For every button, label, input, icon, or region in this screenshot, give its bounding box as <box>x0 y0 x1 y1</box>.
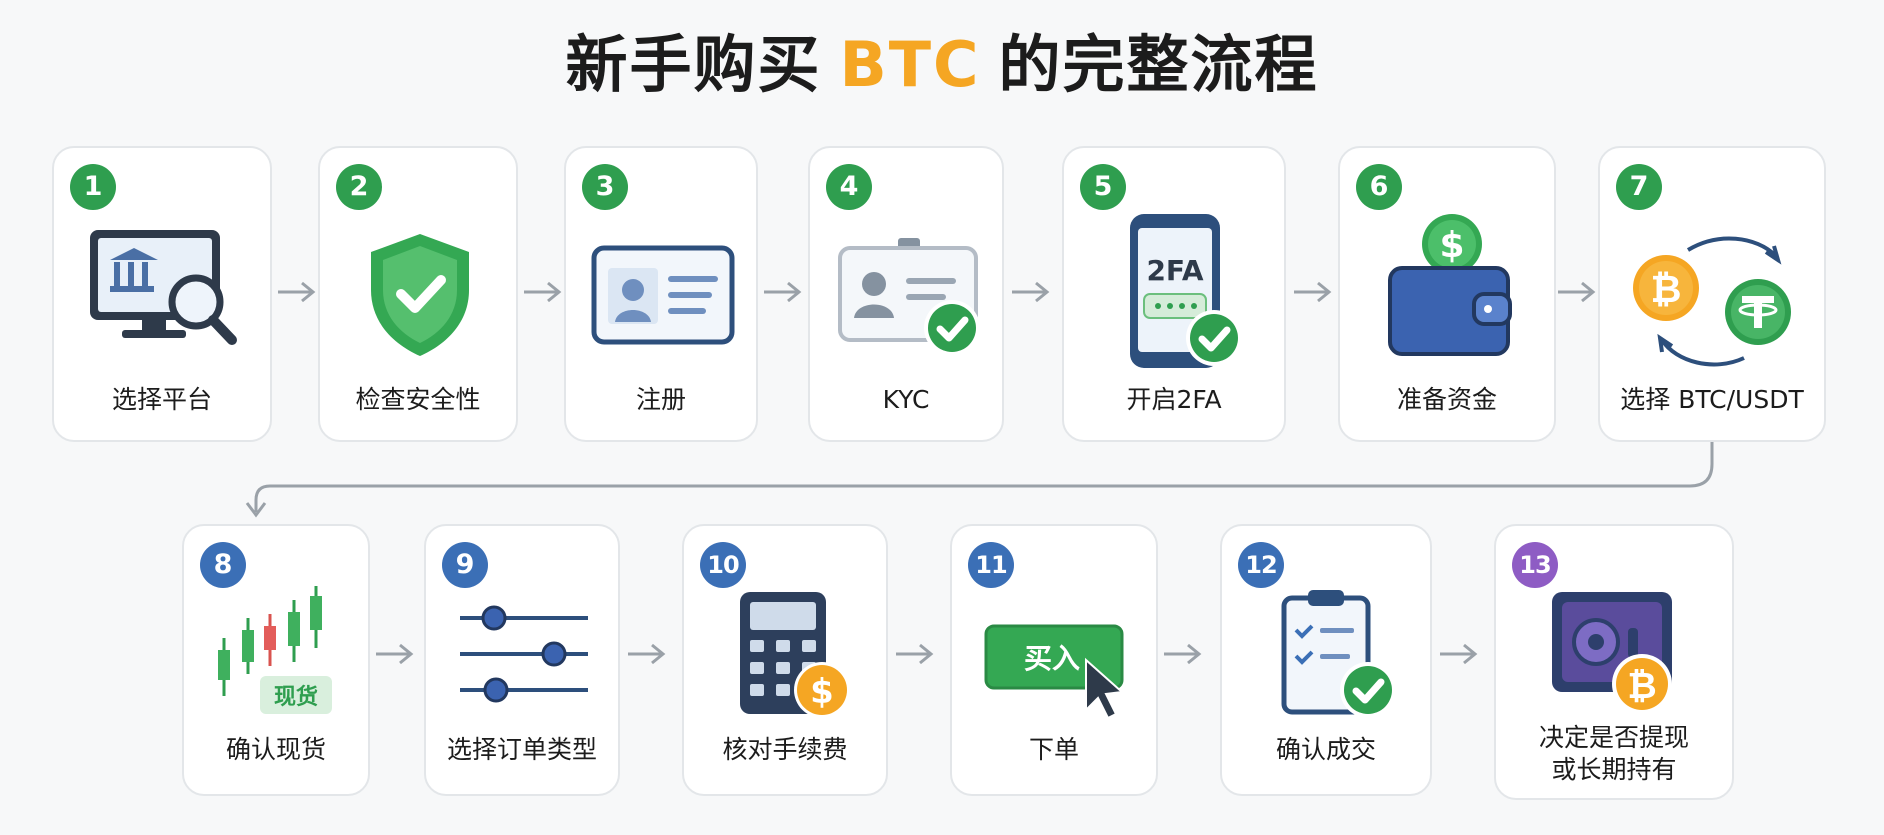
step-number-badge: 13 <box>1512 542 1558 588</box>
step-number-badge: 1 <box>70 164 116 210</box>
svg-text:$: $ <box>1439 225 1464 266</box>
step-number-badge: 12 <box>1238 542 1284 588</box>
step-label: KYC <box>882 385 930 414</box>
buy-button-cursor-icon: 买入 <box>984 624 1125 720</box>
step-number-badge: 7 <box>1616 164 1662 210</box>
step-card-3: 3 注册 <box>564 146 758 442</box>
spot-tag: 现货 <box>274 684 318 710</box>
btc-usdt-swap-icon: ₿ <box>1633 236 1791 367</box>
arrow-icon <box>524 281 562 303</box>
step-card-4: 4 KYC <box>808 146 1004 442</box>
step-card-7: 7 ₿ 选择 BTC/USDT <box>1598 146 1826 442</box>
step-card-12: 12 确认成交 <box>1220 524 1432 796</box>
arrow-icon <box>1294 281 1332 303</box>
bank-monitor-search-icon <box>90 230 237 345</box>
step-number-badge: 9 <box>442 542 488 588</box>
step-label: 确认成交 <box>1275 735 1376 764</box>
step-number-badge: 3 <box>582 164 628 210</box>
arrow-icon <box>896 643 934 665</box>
arrow-icon <box>1164 643 1202 665</box>
candlestick-spot-icon: 现货 <box>218 586 332 714</box>
step-card-13: 13 ₿ 决定是否提现 或长期持有 <box>1494 524 1734 800</box>
title-prefix: 新手购买 <box>565 28 822 101</box>
step-number-badge: 2 <box>336 164 382 210</box>
step-card-8: 8 现货 确认现货 <box>182 524 370 796</box>
arrow-icon <box>764 281 802 303</box>
clipboard-check-icon <box>1281 590 1396 718</box>
step-card-1: 1 选择平台 <box>52 146 272 442</box>
step-label: 决定是否提现 <box>1538 723 1689 752</box>
step-card-6: 6 $ 准备资金 <box>1338 146 1556 442</box>
step-number-badge: 6 <box>1356 164 1402 210</box>
step-number-badge: 4 <box>826 164 872 210</box>
shield-check-icon <box>371 234 469 356</box>
arrow-icon <box>1012 281 1050 303</box>
step-label: 开启2FA <box>1126 385 1222 414</box>
phone-2fa-icon: 2FA <box>1130 214 1242 368</box>
step-label: 选择平台 <box>111 385 212 414</box>
step-label: 注册 <box>635 385 686 414</box>
sliders-icon <box>460 605 588 703</box>
arrow-icon <box>278 281 316 303</box>
step-card-9: 9 选择订单类型 <box>424 524 620 796</box>
buy-button-text: 买入 <box>1024 642 1080 675</box>
calculator-fee-icon: $ <box>740 592 850 718</box>
step-label-line2: 或长期持有 <box>1551 755 1677 784</box>
step-card-2: 2 检查安全性 <box>318 146 518 442</box>
wallet-dollar-icon: $ <box>1388 214 1512 356</box>
step-card-5: 5 2FA 开启2FA <box>1062 146 1286 442</box>
step-label: 准备资金 <box>1396 385 1497 414</box>
svg-text:$: $ <box>810 672 834 712</box>
step-label: 选择订单类型 <box>446 735 597 764</box>
vault-btc-icon: ₿ <box>1552 592 1672 714</box>
row-connector-arrow-icon <box>245 442 1714 518</box>
phone-screen-text: 2FA <box>1146 254 1203 287</box>
step-label: 检查安全性 <box>355 385 481 414</box>
arrow-icon <box>1558 281 1596 303</box>
step-label: 确认现货 <box>225 735 326 764</box>
arrow-icon <box>628 643 666 665</box>
step-card-11: 11 买入 下单 <box>950 524 1158 796</box>
svg-text:₿: ₿ <box>1651 267 1682 311</box>
step-number-badge: 8 <box>200 542 246 588</box>
arrow-icon <box>376 643 414 665</box>
title-accent: BTC <box>839 28 981 101</box>
id-card-icon <box>591 245 735 345</box>
step-label: 下单 <box>1028 735 1079 764</box>
id-badge-verified-icon <box>838 238 980 356</box>
arrow-icon <box>1440 643 1478 665</box>
step-number-badge: 5 <box>1080 164 1126 210</box>
svg-text:₿: ₿ <box>1627 666 1656 707</box>
step-card-10: 10 $ 核对手续费 <box>682 524 888 796</box>
step-label: 核对手续费 <box>722 735 848 764</box>
step-label: 选择 BTC/USDT <box>1620 385 1804 414</box>
step-number-badge: 11 <box>968 542 1014 588</box>
step-number-badge: 10 <box>700 542 746 588</box>
title-suffix: 的完整流程 <box>998 28 1319 101</box>
